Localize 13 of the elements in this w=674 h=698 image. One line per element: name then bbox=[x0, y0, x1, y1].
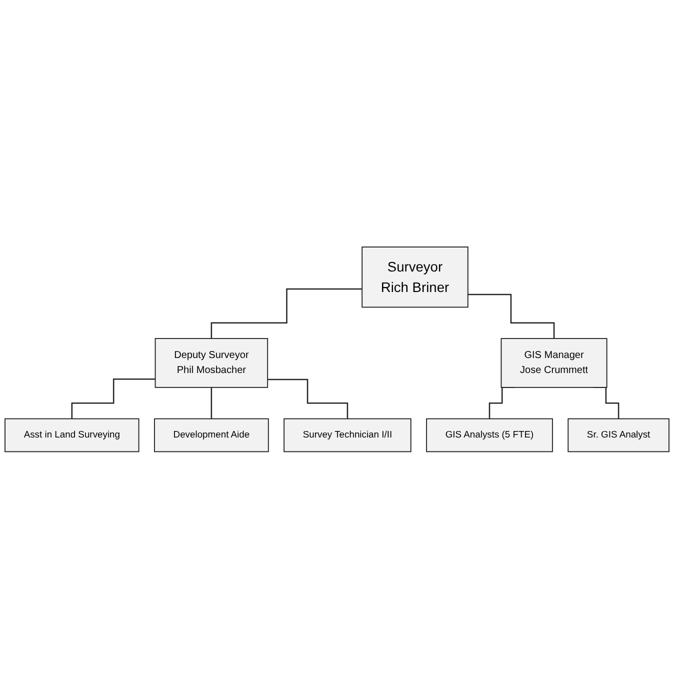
connector bbox=[468, 294, 555, 339]
node-box: Surveyor Rich Briner bbox=[362, 246, 468, 308]
connector bbox=[268, 378, 348, 420]
node-box: Sr. GIS Analyst bbox=[568, 418, 670, 452]
connector bbox=[210, 288, 362, 339]
node-box: Deputy Surveyor Phil Mosbacher bbox=[154, 338, 268, 388]
node-box: Survey Technician I/II bbox=[284, 418, 412, 452]
node-box: Asst in Land Surveying bbox=[4, 418, 140, 452]
connector bbox=[71, 378, 156, 420]
node-box: GIS Manager Jose Crummett bbox=[500, 338, 608, 388]
node-box: GIS Analysts (5 FTE) bbox=[426, 418, 553, 452]
node-box: Development Aide bbox=[154, 418, 269, 452]
connector bbox=[210, 386, 212, 420]
